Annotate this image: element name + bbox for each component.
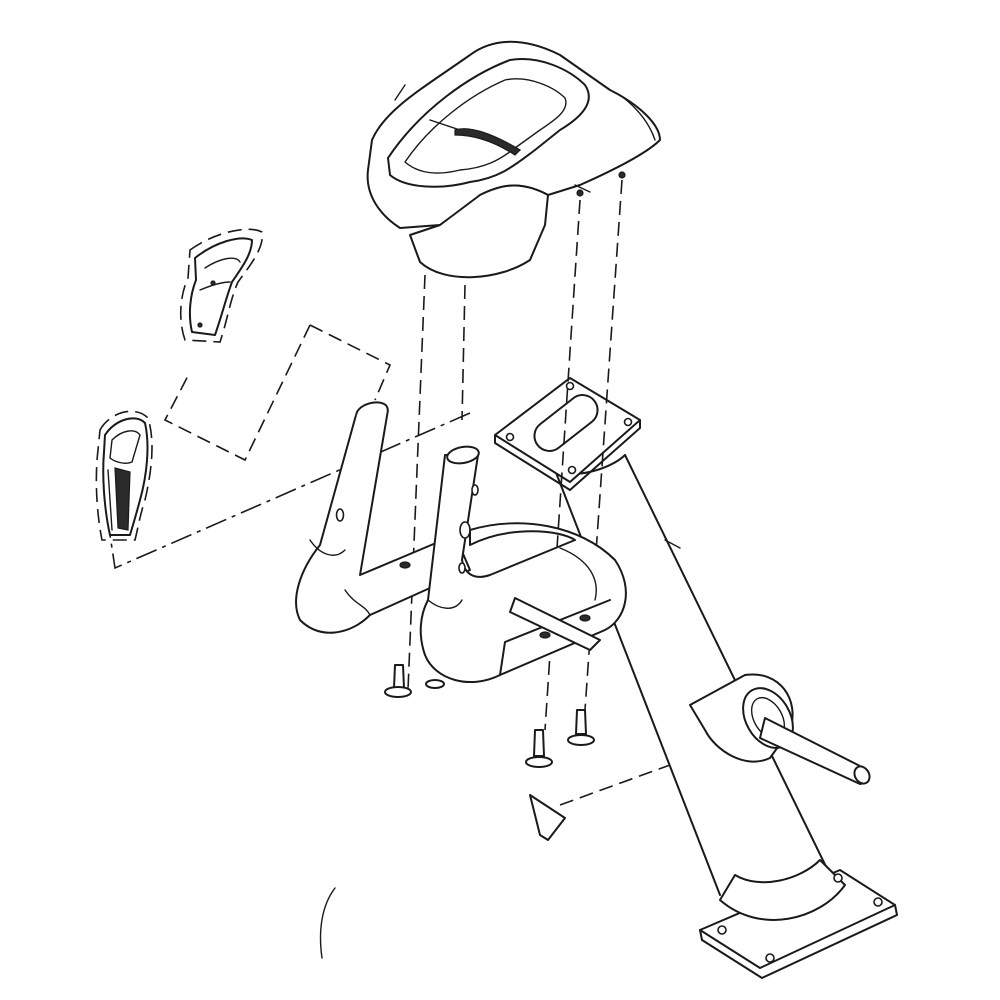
warning-label	[529, 794, 566, 841]
right-grip-cover	[95, 410, 153, 541]
mounting-plate	[494, 377, 641, 491]
plate-hole	[505, 432, 515, 442]
base-hole	[765, 953, 775, 963]
base-hole	[873, 897, 883, 907]
base-hole	[833, 873, 843, 883]
plate-hole	[623, 417, 633, 427]
partial-arc	[319, 887, 336, 959]
base-plate	[699, 859, 898, 979]
base-hole	[717, 925, 727, 935]
plate-hole	[567, 465, 577, 475]
left-handlebar	[295, 401, 471, 634]
upright-frame	[554, 454, 836, 896]
plate-hole	[565, 381, 575, 391]
seat-post-sleeve	[689, 673, 871, 785]
console-housing	[366, 40, 661, 279]
screw	[525, 729, 553, 768]
screw	[425, 679, 445, 689]
left-grip-cover	[179, 228, 264, 343]
screw	[384, 664, 412, 698]
right-handlebar	[419, 445, 627, 684]
screw	[567, 709, 595, 746]
